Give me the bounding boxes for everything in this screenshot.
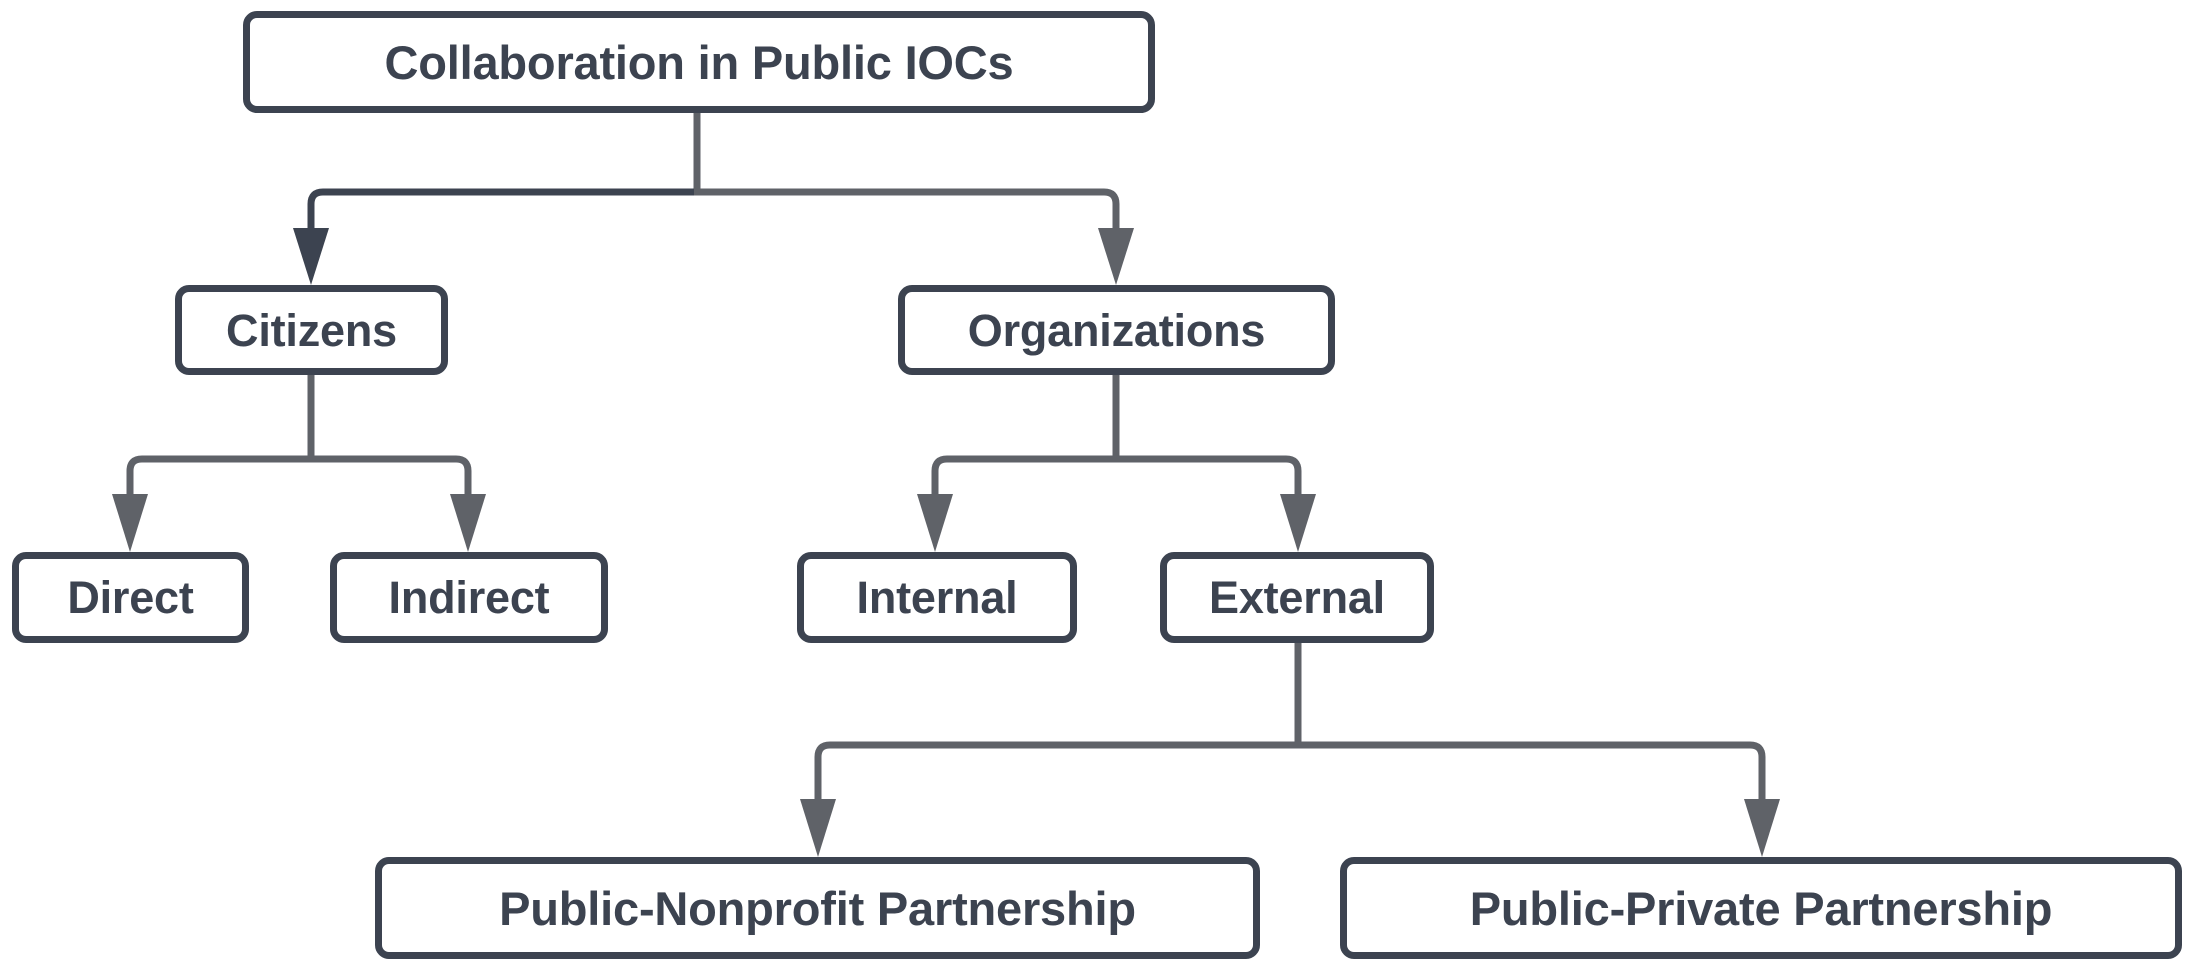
node-public-private-partnership-label: Public-Private Partnership [1469,881,2053,935]
edge-organizations-to-internal [931,455,1119,496]
edge-root-to-citizens [307,188,700,230]
node-direct-label: Direct [67,572,194,623]
node-indirect-label: Indirect [388,572,550,623]
node-public-nonprofit-partnership-label: Public-Nonprofit Partnership [499,881,1136,935]
node-citizens[interactable]: Citizens [175,285,448,375]
edge-external-to-public-nonprofit [814,741,1301,801]
arrowhead-external-to-public-nonprofit [800,799,836,857]
node-internal[interactable]: Internal [797,552,1077,643]
arrowhead-root-to-citizens [293,228,329,285]
node-root-label: Collaboration in Public IOCs [384,35,1014,89]
node-direct[interactable]: Direct [12,552,249,643]
arrowhead-organizations-to-external [1280,494,1316,552]
arrowhead-organizations-to-internal [917,494,953,552]
edge-root-to-organizations [694,188,1120,230]
edge-citizens-to-direct [126,455,314,496]
node-organizations[interactable]: Organizations [898,285,1335,375]
node-citizens-label: Citizens [226,304,397,356]
edge-citizens-to-indirect [308,455,472,496]
edge-external-to-public-private [1295,741,1766,801]
node-internal-label: Internal [856,572,1018,623]
arrowhead-citizens-to-indirect [450,494,486,552]
node-external[interactable]: External [1160,552,1434,643]
node-public-private-partnership[interactable]: Public-Private Partnership [1340,857,2182,959]
node-root[interactable]: Collaboration in Public IOCs [243,11,1155,113]
node-indirect[interactable]: Indirect [330,552,608,643]
arrowhead-citizens-to-direct [112,494,148,552]
node-external-label: External [1209,572,1385,623]
arrowhead-root-to-organizations [1098,228,1134,285]
arrowhead-external-to-public-private [1744,799,1780,857]
node-public-nonprofit-partnership[interactable]: Public-Nonprofit Partnership [375,857,1260,959]
edge-organizations-to-external [1113,455,1302,496]
node-organizations-label: Organizations [967,304,1266,356]
